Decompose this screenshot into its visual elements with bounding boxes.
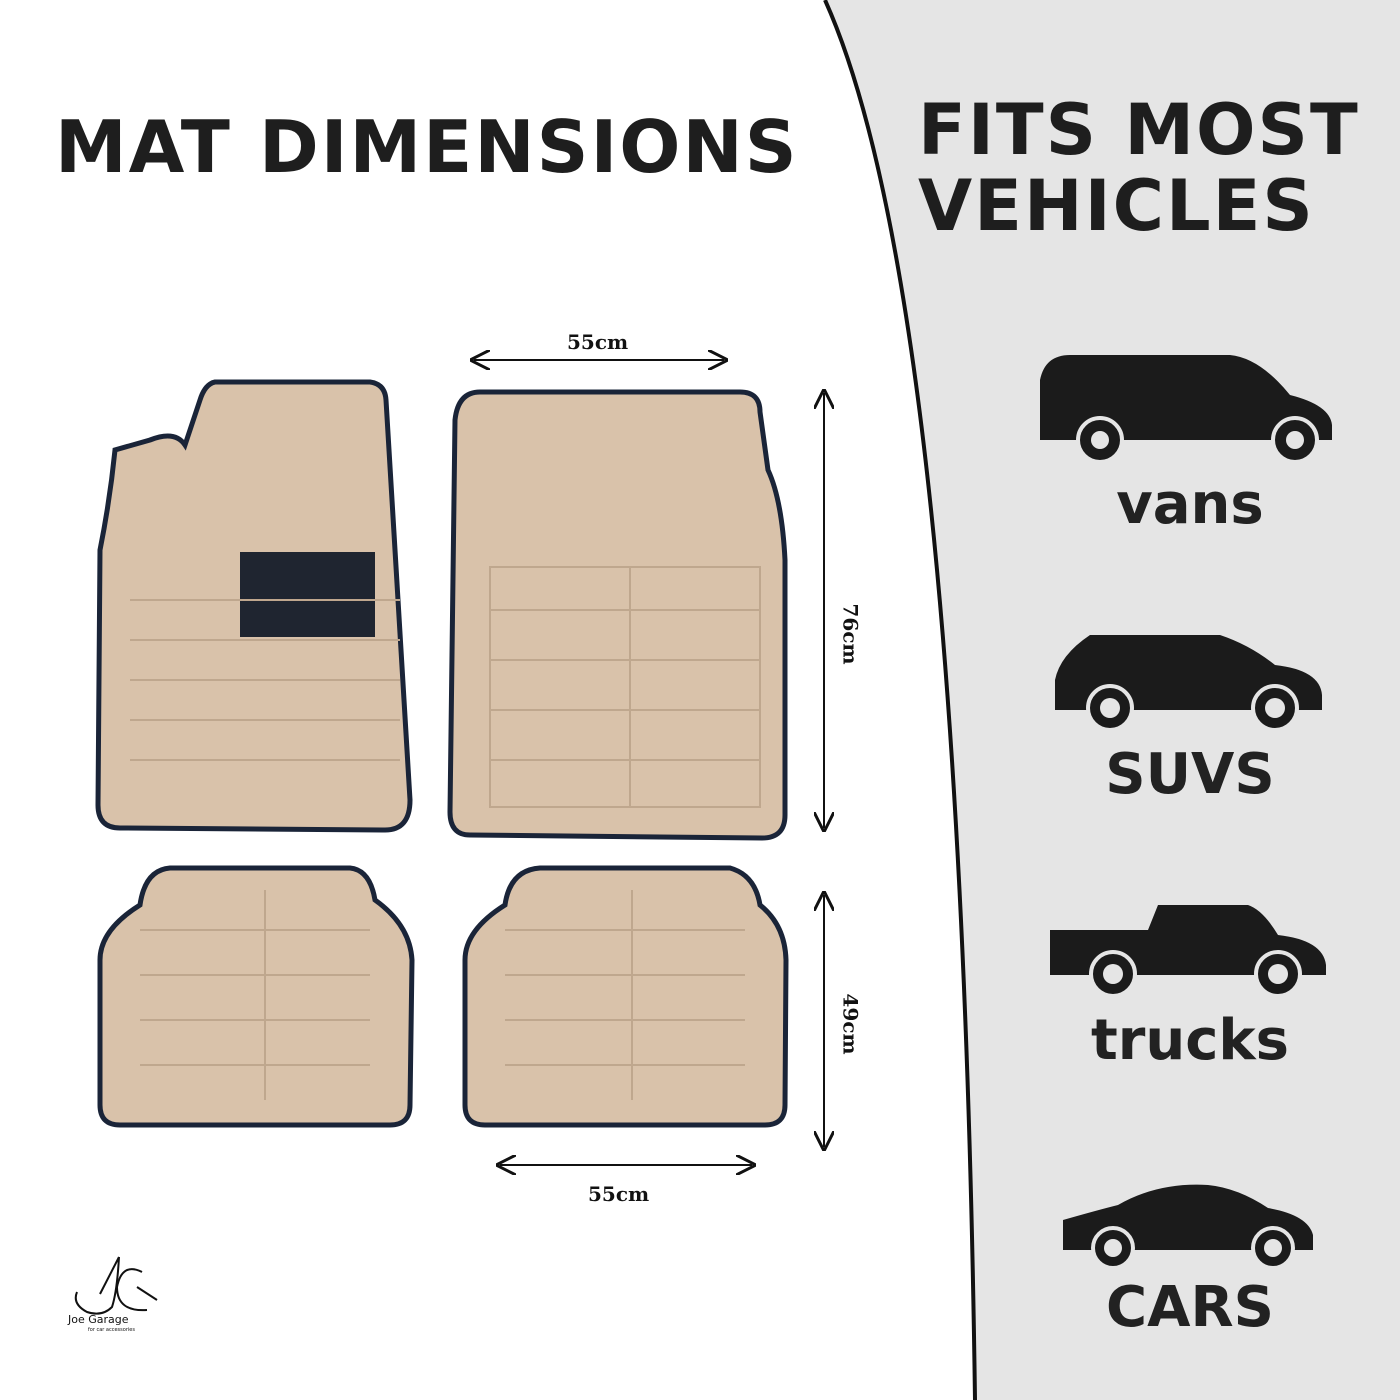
vehicle-label-suvs: SUVS — [1105, 742, 1275, 807]
front-height-label: 76cm — [838, 603, 863, 665]
rear-right-mat — [462, 865, 789, 1128]
left-title: MAT DIMENSIONS — [55, 105, 799, 189]
front-right-mat — [447, 389, 788, 841]
right-title-line2: VEHICLES — [918, 165, 1315, 247]
front-width-label: 55cm — [567, 330, 629, 354]
rear-height-label: 49cm — [838, 993, 863, 1055]
pickup-truck-icon — [1050, 905, 1326, 998]
brand-tagline: for car accessories — [88, 1327, 135, 1333]
sedan-icon — [1063, 1184, 1313, 1270]
rear-left-mat — [97, 865, 415, 1128]
heel-pad — [240, 552, 375, 637]
vehicle-label-cars: CARS — [1106, 1275, 1274, 1340]
van-icon — [1040, 355, 1332, 464]
rear-width-label: 55cm — [588, 1182, 650, 1206]
brand-logo — [74, 1256, 158, 1315]
brand-name: Joe Garage — [68, 1313, 129, 1326]
right-title: FITS MOST VEHICLES — [918, 92, 1360, 244]
suv-icon — [1055, 635, 1322, 732]
curve-divider — [823, 0, 977, 1400]
vehicle-label-vans: vans — [1116, 472, 1264, 537]
right-title-line1: FITS MOST — [918, 89, 1360, 171]
vehicle-label-trucks: trucks — [1090, 1008, 1290, 1073]
front-left-mat — [95, 379, 413, 833]
